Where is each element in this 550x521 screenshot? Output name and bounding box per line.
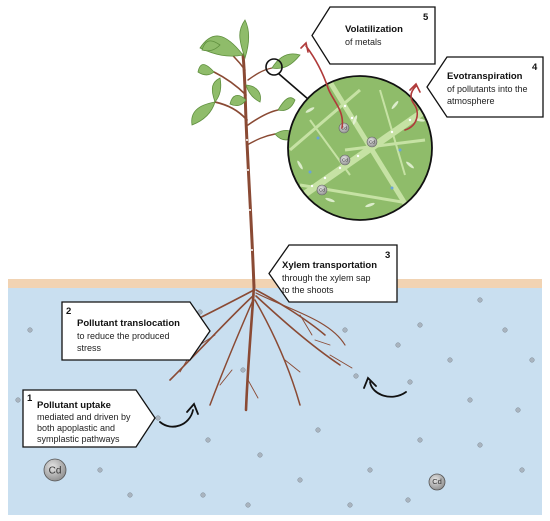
callout-pollutant-translocation: 2 Pollutant translocation to reduce the … xyxy=(61,301,211,361)
callout-volatilization: 5 Volatilization of metals xyxy=(311,6,436,65)
soil-particle xyxy=(395,342,401,348)
leaf-zoom-view xyxy=(288,76,432,220)
volatilization-fume-arrow xyxy=(305,45,344,129)
step-number: 5 xyxy=(423,12,429,23)
soil-particle xyxy=(155,415,161,421)
plant-leaves xyxy=(191,19,301,141)
soil-particle xyxy=(417,322,423,328)
soil-particle xyxy=(297,477,303,483)
soil-particle xyxy=(257,452,263,458)
soil-particle xyxy=(502,327,508,333)
soil-particle xyxy=(353,373,359,379)
soil-particle xyxy=(347,502,353,508)
soil-particle xyxy=(127,492,133,498)
soil-particle xyxy=(205,437,211,443)
soil-particle xyxy=(367,467,373,473)
callout-pollutant-uptake: 1 Pollutant uptake mediated and driven b… xyxy=(22,389,156,448)
soil-surface xyxy=(8,279,542,288)
step-description-line: both apoplastic and xyxy=(37,423,115,433)
step-number: 3 xyxy=(385,250,390,261)
cd-particle-medium: Cd xyxy=(428,473,446,491)
evotranspiration-fume-arrowhead xyxy=(409,82,421,93)
soil-particle xyxy=(15,397,21,403)
step-title: Pollutant translocation xyxy=(77,318,180,329)
soil-particle xyxy=(515,407,521,413)
step-title: Pollutant uptake xyxy=(37,400,111,411)
step-description-line: to the shoots xyxy=(282,285,334,295)
soil-particle xyxy=(342,327,348,333)
soil-particle xyxy=(477,297,483,303)
soil-particle xyxy=(405,497,411,503)
step-description-line: to reduce the produced xyxy=(77,331,170,341)
soil-particle xyxy=(245,502,251,508)
step-number: 2 xyxy=(66,306,71,317)
cd-small-label: Cd xyxy=(319,188,325,193)
uptake-arrows xyxy=(159,376,407,428)
emission-arrows xyxy=(300,41,421,131)
cd-small-label: Cd xyxy=(342,158,348,163)
soil-particle xyxy=(447,357,453,363)
soil-particle xyxy=(467,397,473,403)
volatilization-fume-arrowhead xyxy=(300,41,309,53)
soil-particle xyxy=(477,442,483,448)
soil-particle xyxy=(197,309,203,315)
leaf-zoom-border xyxy=(287,75,433,221)
cd-small-label: Cd xyxy=(369,140,375,145)
soil-particle xyxy=(27,327,33,333)
plant-stem xyxy=(213,44,279,290)
callout-xylem-transportation: 3 Xylem transportation through the xylem… xyxy=(268,244,398,303)
cd-particle-large: Cd xyxy=(43,458,67,482)
soil-particle xyxy=(315,427,321,433)
step-description-line: mediated and driven by xyxy=(37,412,131,422)
step-title: Volatilization xyxy=(345,24,403,35)
xylem-dots xyxy=(246,139,253,251)
zoom-target-ring xyxy=(265,58,283,76)
cd-label: Cd xyxy=(432,477,442,486)
cd-particles-in-leaf: Cd Cd Cd Cd xyxy=(316,122,378,196)
soil-particle xyxy=(97,467,103,473)
step-title: Xylem transportation xyxy=(282,260,377,271)
cd-small-label: Cd xyxy=(341,126,347,131)
uptake-arrow-left xyxy=(159,409,194,428)
step-number: 1 xyxy=(27,393,33,404)
evotranspiration-fume-arrow xyxy=(404,85,419,131)
step-description-line: of metals xyxy=(345,37,382,47)
step-description-line: of pollutants into the xyxy=(447,84,528,94)
cd-label: Cd xyxy=(49,466,62,477)
uptake-arrowhead-right xyxy=(363,376,377,389)
soil-particle xyxy=(417,437,423,443)
soil-particle xyxy=(529,357,535,363)
soil-particle xyxy=(200,492,206,498)
soil-particle xyxy=(240,367,246,373)
uptake-arrow-right xyxy=(369,381,407,398)
callout-evotranspiration: 4 Evotranspiration of pollutants into th… xyxy=(426,56,544,118)
step-description-line: atmosphere xyxy=(447,96,495,106)
step-description-line: stress xyxy=(77,343,102,353)
step-number: 4 xyxy=(532,62,538,73)
soil-particle xyxy=(519,467,525,473)
soil-particle xyxy=(407,379,413,385)
uptake-arrowhead-left xyxy=(186,402,199,415)
step-description-line: symplastic pathways xyxy=(37,434,120,444)
step-description-line: through the xylem sap xyxy=(282,273,371,283)
step-title: Evotranspiration xyxy=(447,71,523,82)
